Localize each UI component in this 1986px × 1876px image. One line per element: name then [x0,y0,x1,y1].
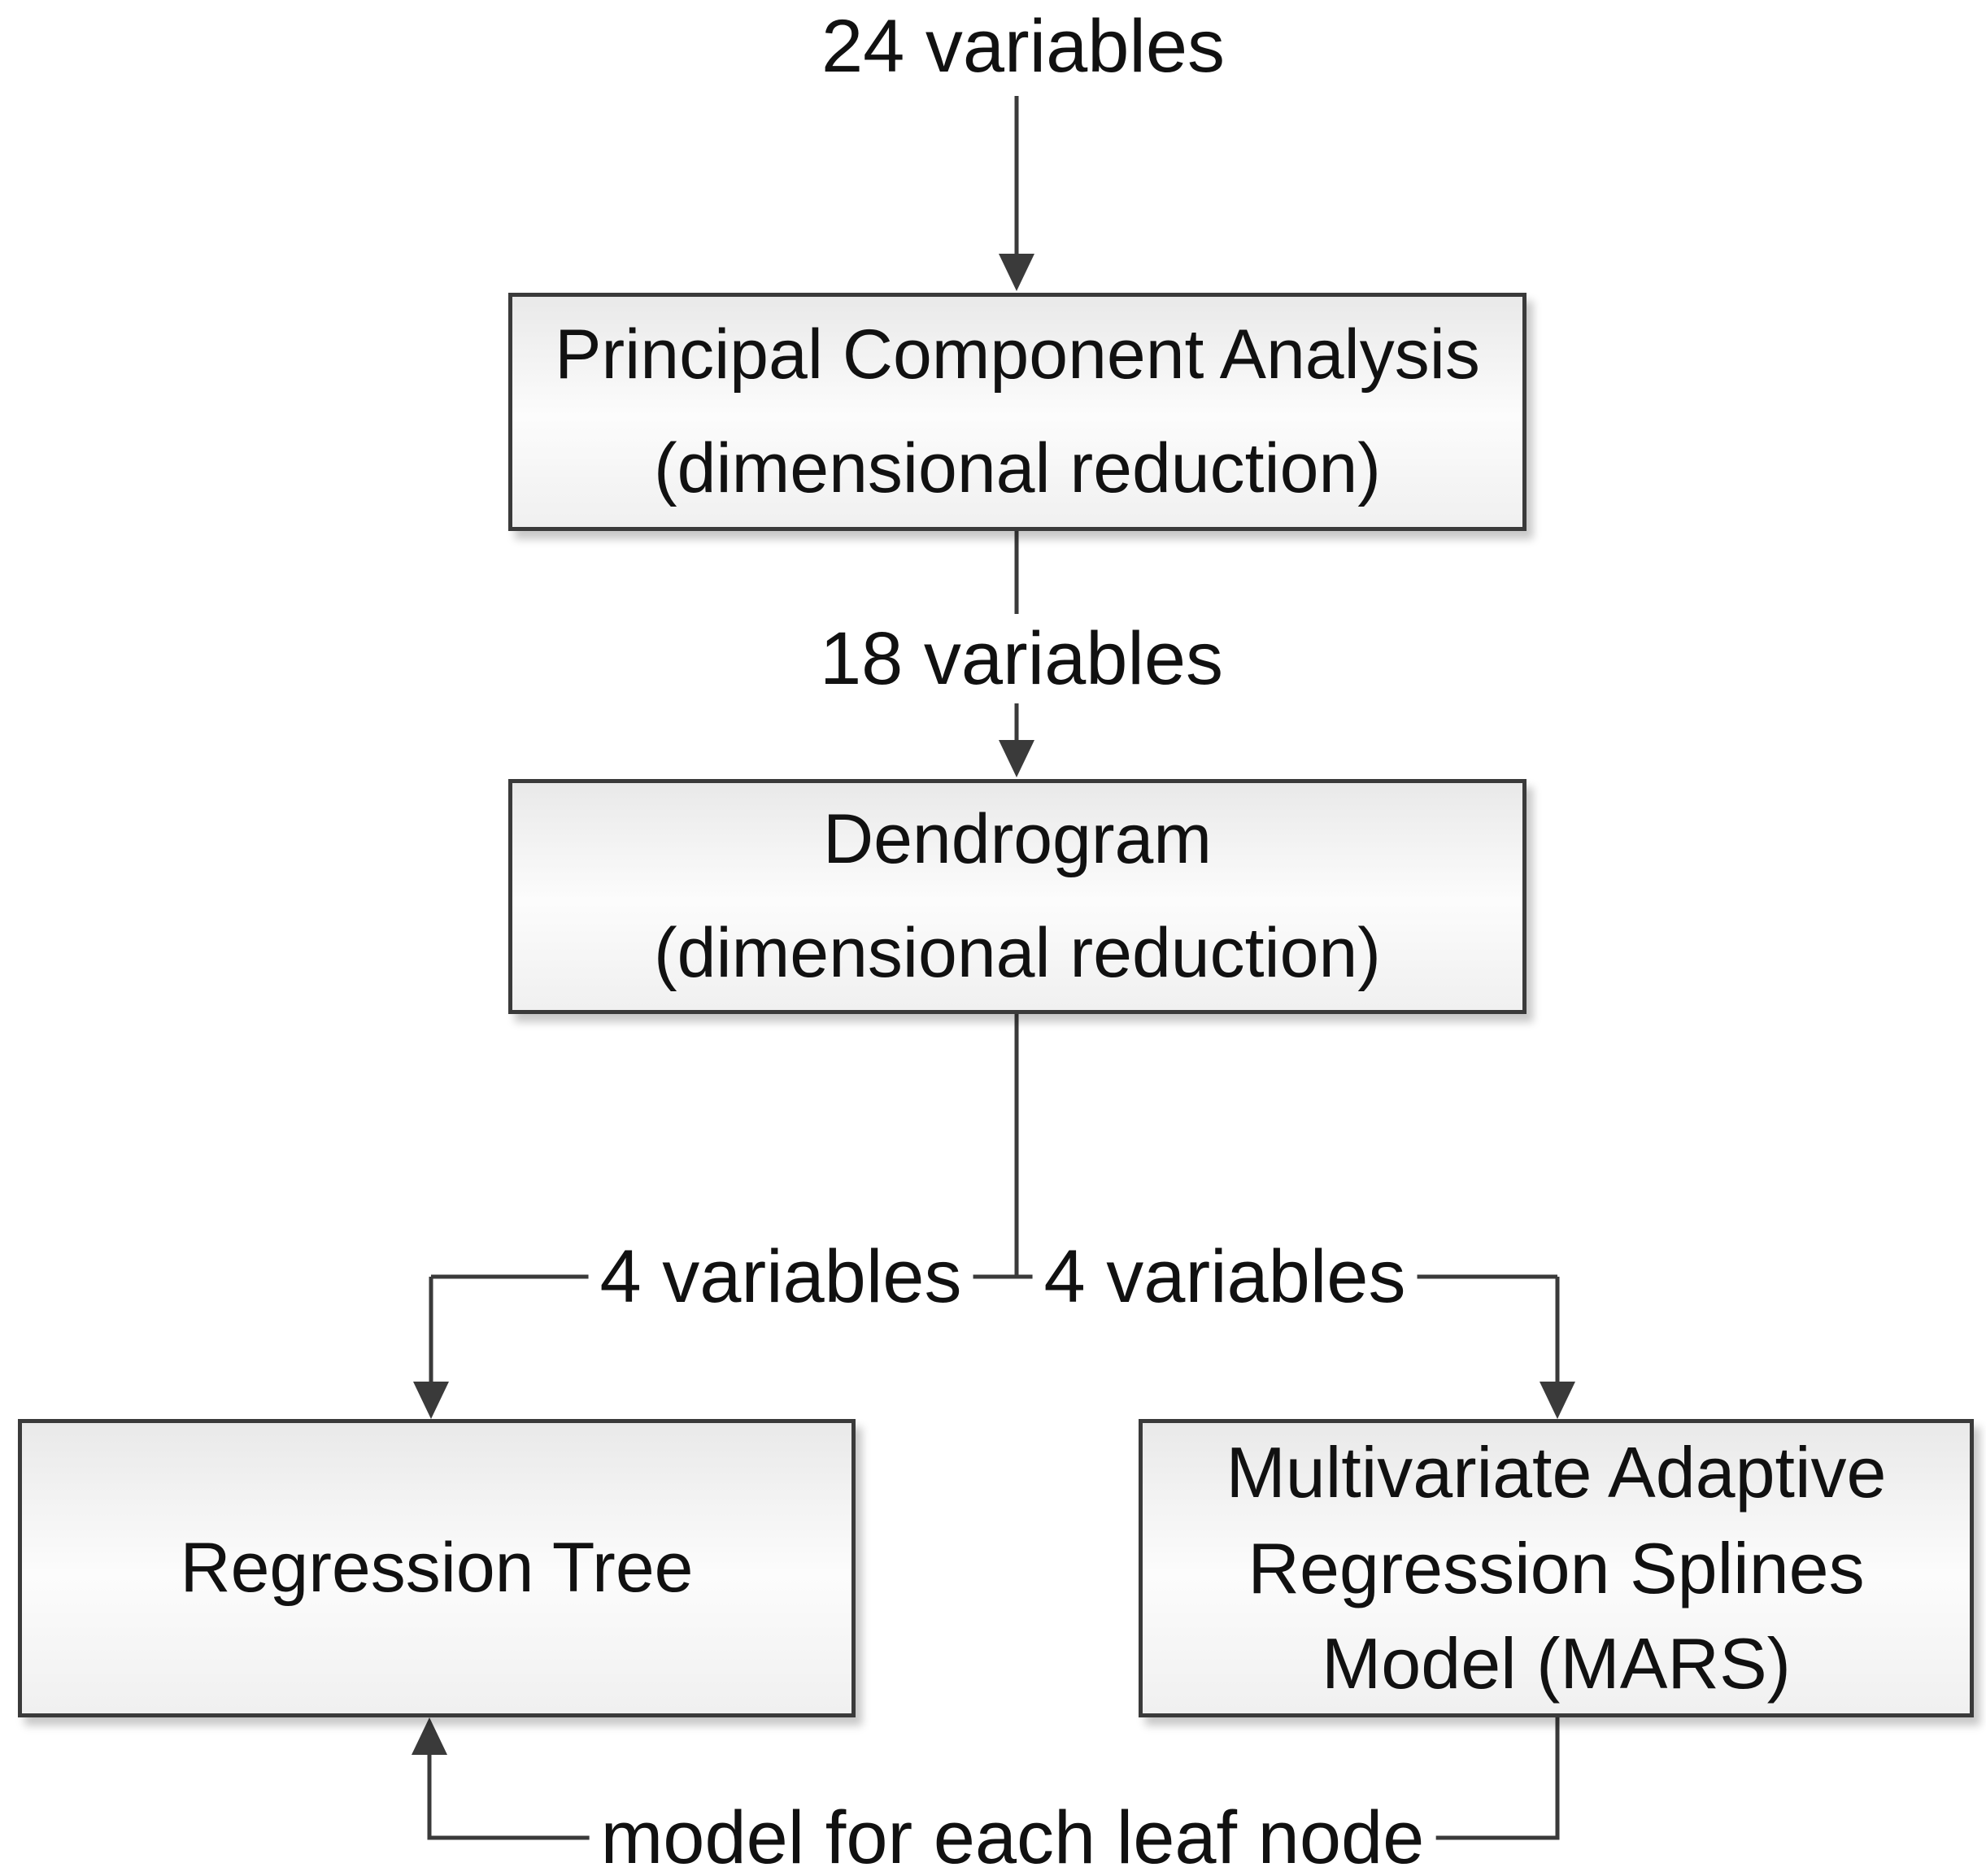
node-dendrogram-line2: (dimensional reduction) [654,913,1381,992]
node-regression-tree: Regression Tree [18,1419,856,1717]
edge-label-mars-input-variables: 4 variables [1032,1232,1418,1321]
arrowhead-down-icon [999,740,1034,777]
node-regression-tree-label: Regression Tree [180,1528,694,1607]
arrowhead-down-icon [999,254,1034,291]
edge-label-model-for-each-leaf-node: model for each leaf node [589,1793,1436,1876]
node-mars-line3: Model (MARS) [1322,1623,1791,1704]
node-dendrogram: Dendrogram (dimensional reduction) [508,779,1527,1014]
edge-label-input-variables: 24 variables [809,2,1237,91]
arrowhead-down-icon [413,1382,449,1419]
edge-label-tree-input-variables: 4 variables [588,1232,973,1321]
node-mars-line1: Multivariate Adaptive [1226,1431,1887,1513]
node-dendrogram-line1: Dendrogram [823,800,1212,879]
node-pca-line2: (dimensional reduction) [654,429,1381,507]
edge-label-pca-output-variables: 18 variables [808,614,1235,703]
node-pca-line1: Principal Component Analysis [555,316,1480,394]
node-mars-line2: Regression Splines [1248,1527,1865,1608]
arrowhead-down-icon [1540,1382,1575,1419]
node-mars: Multivariate Adaptive Regression Splines… [1139,1419,1974,1717]
arrowhead-up-icon [412,1717,447,1755]
node-principal-component-analysis: Principal Component Analysis (dimensiona… [508,293,1527,531]
